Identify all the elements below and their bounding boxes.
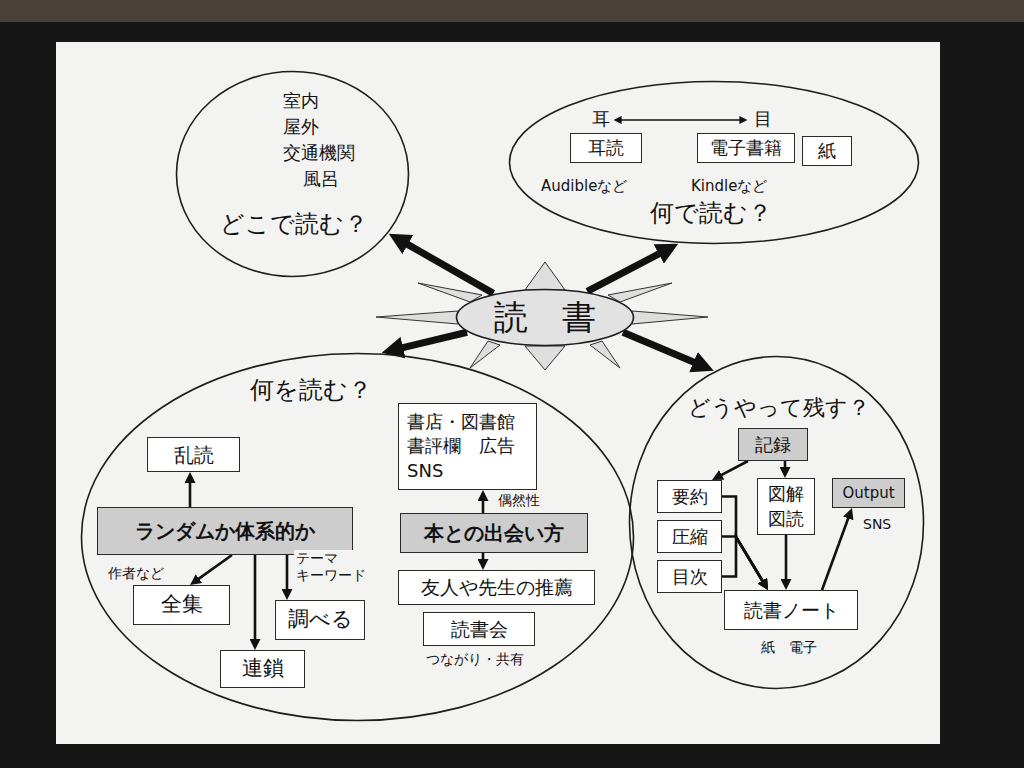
box-label: 友人や先生の推薦: [421, 576, 573, 599]
double-arrow: [620, 119, 741, 121]
sun-ray: [608, 283, 672, 302]
arrow-connector: [404, 242, 493, 293]
item-box: 目次: [657, 560, 722, 593]
arrow-connector: [189, 481, 192, 507]
node-text: Kindleなど: [691, 177, 767, 195]
item-box: 圧縮: [657, 520, 722, 553]
sun-ray: [470, 341, 500, 368]
item-box: 全集: [133, 585, 230, 625]
arrow-connector: [197, 555, 232, 580]
node-text: 何で読む？: [650, 199, 772, 228]
node-text: つながり・共有: [426, 651, 524, 668]
axis-label: 目: [752, 108, 774, 130]
heading-box: ランダムか体系的か: [97, 507, 353, 555]
node-text: SNS: [863, 516, 891, 533]
item-box: 紙: [802, 136, 852, 166]
box-label: 耳読: [588, 137, 624, 159]
sun-rays: [376, 262, 708, 370]
ellipse-outline: [630, 357, 924, 689]
arrow-connector: [482, 553, 485, 561]
arrow-connector: [623, 332, 698, 364]
item-box: 要約: [657, 480, 722, 513]
heading-box: 本との出会い方: [400, 513, 588, 553]
box-label: 図解 図読: [766, 482, 806, 531]
box-label: 要約: [672, 486, 708, 508]
region-ellipse: 室内屋外交通機関風呂どこで読む？: [175, 70, 410, 278]
box-label: 連鎖: [242, 656, 284, 681]
node-text: どこで読む？: [220, 210, 368, 239]
region-ellipse: 記録要約図解 図読OutputSNS圧縮目次読書ノート紙 電子どうやって残す？: [628, 355, 925, 690]
sun-ray: [376, 311, 458, 324]
box-label: 調べる: [288, 607, 353, 632]
heading-box: OutputSNS: [832, 478, 905, 508]
sun-ray: [632, 311, 708, 324]
room-band: [0, 0, 1024, 22]
sun-ray: [590, 341, 620, 368]
box-label: 読書会: [451, 618, 508, 641]
box-label: 本との出会い方: [424, 521, 564, 545]
arrow-connector: [784, 461, 787, 469]
item-box: 図解 図読: [757, 478, 815, 535]
node-text: 風呂: [303, 168, 339, 190]
slide-background: [56, 42, 940, 744]
sun-ray: [525, 346, 565, 370]
arrow-connector: [587, 252, 662, 292]
box-label: 目次: [672, 566, 708, 588]
arrow-connector: [822, 516, 849, 590]
box-label: 乱読: [174, 443, 214, 467]
box-label: ランダムか体系的か: [135, 519, 315, 543]
arrow-connector: [722, 537, 763, 582]
item-box: 読書ノート紙 電子: [724, 590, 858, 630]
box-label: 電子書籍: [710, 137, 782, 159]
arrow-connector: [286, 555, 289, 591]
item-box: 乱読: [147, 437, 240, 472]
item-box: 友人や先生の推薦: [398, 570, 595, 605]
item-box: 書店・図書館 書評欄 広告 SNS: [398, 403, 537, 490]
arrow-connector: [785, 535, 788, 581]
center-ellipse: 読 書: [455, 288, 635, 347]
node-text: 紙 電子: [761, 639, 817, 656]
node-text: 室内: [283, 90, 319, 112]
arrow-connector: [254, 555, 257, 641]
box-label: 書店・図書館 書評欄 広告 SNS: [407, 410, 526, 483]
region-ellipse: 乱読 書店・図書館 書評欄 広告 SNS ランダムか体系的か 本との出会い方全集調べる…: [80, 352, 635, 722]
node-text: 屋外: [283, 116, 319, 138]
region-ellipse: 耳読Audibleなど電子書籍Kindleなど紙何で読む？: [508, 80, 920, 245]
item-box: 読書会つながり・共有: [423, 612, 535, 646]
box-label: 圧縮: [672, 526, 708, 548]
box-label: Output: [842, 484, 894, 502]
arrow-connector: [399, 332, 467, 348]
box-label: 読書ノート: [744, 599, 839, 622]
ellipse-outline: [457, 290, 634, 346]
arrow-connector: [482, 499, 485, 513]
item-box: 電子書籍Kindleなど: [697, 133, 795, 163]
edge-label: 作者など: [106, 565, 166, 582]
sun-ray: [418, 283, 482, 302]
node-text: 交通機関: [283, 142, 355, 164]
node-text: どうやって残す？: [688, 395, 870, 421]
box-label: 全集: [161, 592, 203, 617]
axis-label: 耳: [590, 108, 612, 130]
heading-box: 記録: [738, 428, 808, 461]
item-box: 連鎖: [220, 650, 305, 688]
box-label: 紙: [818, 140, 836, 162]
arrow-connector: [722, 537, 763, 583]
box-label: 読 書: [494, 297, 596, 338]
arrow-connector: [720, 461, 748, 476]
ellipse-outline: [177, 72, 409, 277]
ellipse-outline: [510, 82, 919, 244]
node-text: Audibleなど: [541, 177, 627, 195]
box-label: 記録: [755, 434, 791, 456]
node-text: 何を読む？: [250, 376, 372, 405]
edge-label: テーマ キーワード: [294, 550, 372, 584]
edge-label: 偶然性: [496, 492, 542, 509]
ellipse-outline: [82, 354, 634, 721]
item-box: 調べる: [275, 600, 365, 640]
item-box: 耳読Audibleなど: [570, 133, 642, 163]
sun-ray: [525, 262, 565, 290]
